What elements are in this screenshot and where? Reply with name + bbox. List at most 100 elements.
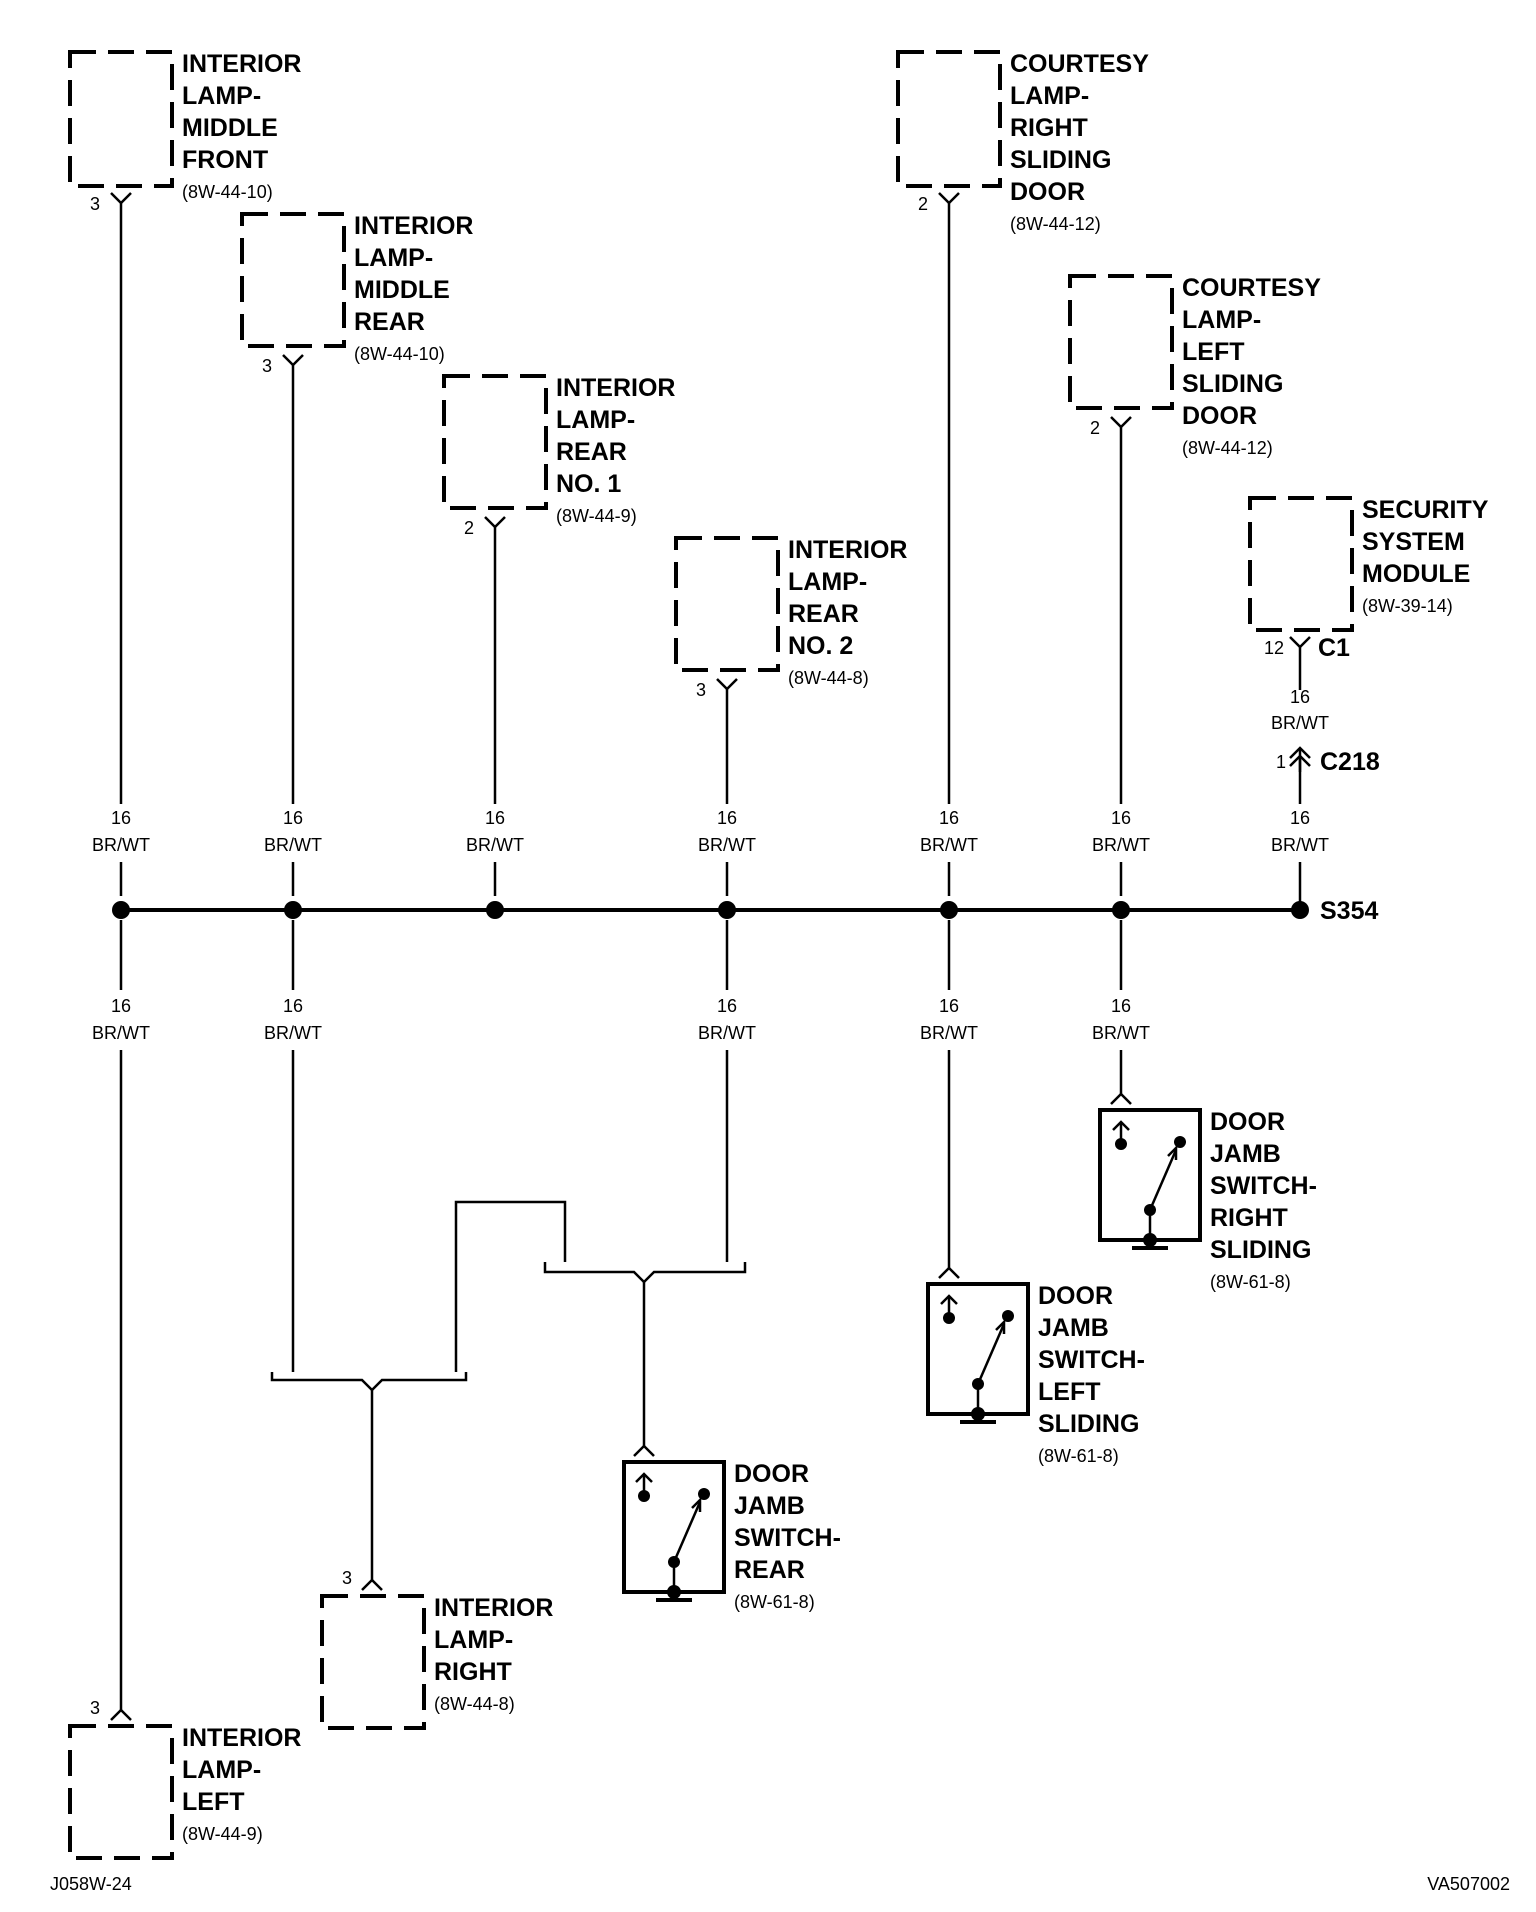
label-line: LEFT <box>182 1788 245 1816</box>
pin-number: 2 <box>918 194 928 214</box>
connector-male-icon <box>110 1708 132 1721</box>
label-line: RIGHT <box>1210 1204 1288 1232</box>
wire-gauge: 16 <box>717 996 737 1016</box>
label-line: DOOR <box>1010 178 1085 206</box>
courtesy-lamp-left-sliding-door: COURTESY LAMP- LEFT SLIDING DOOR (8W-44-… <box>1068 274 1321 458</box>
label-line: NO. 1 <box>556 470 621 498</box>
footer-right-code: VA507002 <box>1427 1874 1510 1894</box>
connector-male-icon <box>938 1266 960 1279</box>
label-line: INTERIOR <box>556 374 675 402</box>
connector-female-icon <box>1289 636 1311 649</box>
label-line: SWITCH- <box>734 1524 841 1552</box>
splice-name: S354 <box>1320 897 1378 925</box>
label-line: SLIDING <box>1210 1236 1311 1264</box>
ground-icon <box>667 1585 681 1599</box>
wire-gauge: 16 <box>717 808 737 828</box>
wire-junction-brace <box>543 1262 747 1284</box>
wire-labels-upper: 16 BR/WT 16 BR/WT 16 BR/WT 16 BR/WT 16 B… <box>92 808 1329 855</box>
page-reference: (8W-44-12) <box>1182 438 1273 458</box>
connector-female-icon <box>716 678 738 691</box>
label-line: LAMP- <box>354 244 433 272</box>
switch-contact-icon <box>672 1501 702 1563</box>
label-line: JAMB <box>1210 1140 1281 1168</box>
page-reference: (8W-44-10) <box>354 344 445 364</box>
splice-dot <box>284 901 302 919</box>
label-line: LAMP- <box>182 1756 261 1784</box>
connector-female-icon <box>484 516 506 529</box>
wire-gauge: 16 <box>939 996 959 1016</box>
pin-number: 3 <box>262 356 272 376</box>
ground-icon <box>971 1407 985 1421</box>
connector-female-icon <box>1110 416 1132 429</box>
label-line: DOOR <box>1038 1282 1113 1310</box>
wire-labels-lower: 16 BR/WT 16 BR/WT 16 BR/WT 16 BR/WT 16 B… <box>92 920 1150 1043</box>
connector-female-icon <box>110 192 132 205</box>
label-line: LAMP- <box>1182 306 1261 334</box>
splice-bus: S354 <box>112 862 1378 925</box>
splice-dot <box>940 901 958 919</box>
courtesy-lamp-right-sliding-door: COURTESY LAMP- RIGHT SLIDING DOOR (8W-44… <box>896 50 1149 234</box>
wire-color: BR/WT <box>1092 1023 1150 1043</box>
label-line: REAR <box>734 1556 805 1584</box>
page-reference: (8W-39-14) <box>1362 596 1453 616</box>
pin-number: 12 <box>1264 638 1284 658</box>
label-line: MIDDLE <box>182 114 278 142</box>
wire-gauge: 16 <box>283 996 303 1016</box>
label-line: LEFT <box>1038 1378 1101 1406</box>
connector-male-icon <box>633 1444 655 1457</box>
wire-color: BR/WT <box>1271 713 1329 733</box>
wire-color: BR/WT <box>92 1023 150 1043</box>
door-jamb-switch-left-sliding: DOOR JAMB SWITCH- LEFT SLIDING (8W-61-8) <box>926 1266 1145 1466</box>
splice-dot <box>486 901 504 919</box>
splice-dot <box>112 901 130 919</box>
wire-junction-brace <box>270 1372 468 1392</box>
footer-left-code: J058W-24 <box>50 1874 132 1894</box>
connector-male-icon <box>1110 1092 1132 1105</box>
wire-color: BR/WT <box>920 835 978 855</box>
wire-color: BR/WT <box>466 835 524 855</box>
interior-lamp-middle-rear: INTERIOR LAMP- MIDDLE REAR (8W-44-10) 3 <box>240 212 473 376</box>
label-line: SWITCH- <box>1038 1346 1145 1374</box>
label-line: MODULE <box>1362 560 1470 588</box>
lower-wires <box>119 1050 1123 1710</box>
label-line: LAMP- <box>788 568 867 596</box>
page-reference: (8W-44-9) <box>182 1824 263 1844</box>
pin-number: 2 <box>1090 418 1100 438</box>
label-line: SECURITY <box>1362 496 1489 524</box>
page-reference: (8W-61-8) <box>734 1592 815 1612</box>
wire-color: BR/WT <box>264 835 322 855</box>
wire-gauge: 16 <box>111 996 131 1016</box>
wire-gauge: 16 <box>111 808 131 828</box>
connector-name: C1 <box>1318 634 1350 662</box>
wire-color: BR/WT <box>1092 835 1150 855</box>
label-line: LAMP- <box>182 82 261 110</box>
label-line: LAMP- <box>434 1626 513 1654</box>
connector-name: C218 <box>1320 748 1380 776</box>
label-line: JAMB <box>1038 1314 1109 1342</box>
splice-dot <box>1112 901 1130 919</box>
label-line: LAMP- <box>1010 82 1089 110</box>
label-line: INTERIOR <box>182 1724 301 1752</box>
pin-number: 1 <box>1276 752 1286 772</box>
label-line: REAR <box>788 600 859 628</box>
switch-contact-icon <box>1148 1149 1178 1211</box>
connector-female-icon <box>282 354 304 367</box>
connector-male-icon <box>361 1578 383 1591</box>
wire-gauge: 16 <box>1111 996 1131 1016</box>
label-line: SLIDING <box>1038 1410 1139 1438</box>
page-reference: (8W-44-10) <box>182 182 273 202</box>
interior-lamp-rear-no2: INTERIOR LAMP- REAR NO. 2 (8W-44-8) 3 <box>674 536 907 700</box>
wire-gauge: 16 <box>485 808 505 828</box>
label-line: INTERIOR <box>182 50 301 78</box>
wire-gauge: 16 <box>1290 687 1310 707</box>
switch-contact-icon <box>976 1323 1006 1385</box>
label-line: RIGHT <box>1010 114 1088 142</box>
label-line: DOOR <box>1210 1108 1285 1136</box>
connector-male-icon <box>1289 746 1311 759</box>
interior-lamp-rear-no1: INTERIOR LAMP- REAR NO. 1 (8W-44-9) 2 <box>442 374 675 538</box>
page-reference: (8W-44-8) <box>434 1694 515 1714</box>
interior-lamp-left: 3 INTERIOR LAMP- LEFT (8W-44-9) <box>68 1698 301 1860</box>
splice-dot <box>718 901 736 919</box>
page-reference: (8W-44-8) <box>788 668 869 688</box>
label-line: SLIDING <box>1182 370 1283 398</box>
